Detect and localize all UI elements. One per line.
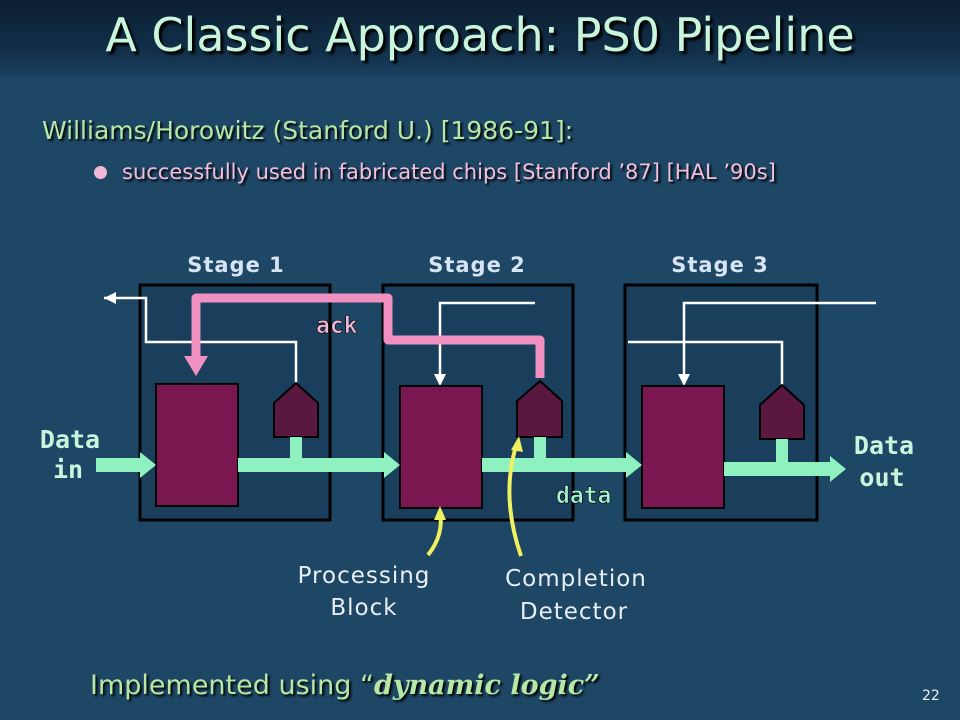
footer-text: Implemented using “dynamic logic” — [90, 670, 600, 701]
control-wires — [104, 296, 876, 386]
data-out-label-line2: out — [859, 463, 904, 492]
data-label: data — [556, 483, 611, 509]
footer-emphasis: dynamic logic” — [373, 670, 600, 701]
stage-3-arrow-icon — [678, 374, 690, 386]
processing-block-1 — [155, 383, 239, 507]
completion-detector-label-line1: Completion — [505, 566, 647, 592]
data-bus — [96, 437, 846, 482]
ack-out-arrow-icon — [104, 292, 116, 304]
completion-detector-label-line2: Detector — [520, 599, 628, 625]
ack-wire — [191, 293, 545, 378]
processing-callout-arrow-icon — [434, 506, 446, 520]
ack-arrow-icon — [184, 356, 208, 376]
footer-prefix: Implemented using “ — [90, 670, 374, 701]
processing-block-label-line1: Processing — [298, 563, 431, 589]
stage-2-arrow-icon — [434, 374, 446, 386]
completion-callout-arrow-icon — [511, 436, 523, 452]
processing-block-2 — [399, 385, 483, 509]
stage-2-label: Stage 2 — [428, 253, 526, 277]
data-out-label-line1: Data — [854, 431, 914, 460]
completion-detector-callout — [507, 442, 523, 557]
ack-label: ack — [316, 313, 358, 339]
processing-block-3 — [641, 385, 725, 509]
slide-number: 22 — [922, 688, 940, 704]
data-in-label-line1: Data — [40, 425, 100, 454]
bullet-dot-icon — [94, 166, 107, 179]
stage-1-label: Stage 1 — [187, 253, 285, 277]
bullet-text: successfully used in fabricated chips [S… — [122, 160, 776, 184]
title-bar — [0, 0, 960, 76]
processing-block-label-line2: Block — [330, 595, 397, 621]
stage-3-label: Stage 3 — [671, 253, 769, 277]
slide-subtitle: Williams/Horowitz (Stanford U.) [1986-91… — [42, 116, 574, 145]
data-in-label-line2: in — [53, 455, 83, 484]
slide-title: A Classic Approach: PS0 Pipeline — [105, 8, 855, 62]
